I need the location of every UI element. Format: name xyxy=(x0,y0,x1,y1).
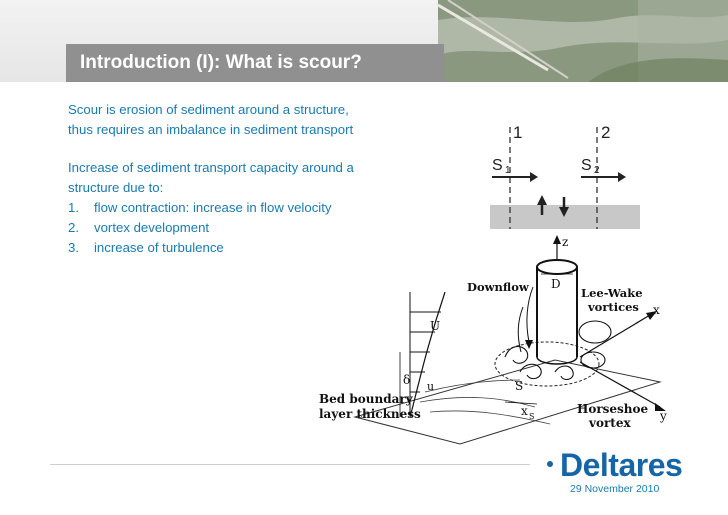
arrow-s1-head xyxy=(530,172,538,182)
pier-scour-diagram: z D x y Downflow Lee-Wake vortices U u δ… xyxy=(319,235,667,445)
slide-title: Introduction (I): What is scour? xyxy=(80,52,362,73)
y-axis-head xyxy=(655,403,666,411)
bed-streamline xyxy=(429,410,551,425)
x-axis-head xyxy=(646,311,657,320)
x-axis xyxy=(579,314,651,358)
lee-wake-vortex xyxy=(580,351,606,369)
deltares-logo-mark xyxy=(547,461,553,467)
section-label-2: 2 xyxy=(601,123,610,142)
z-axis-label: z xyxy=(562,235,568,249)
scour-hole xyxy=(494,341,600,387)
free-stream-velocity-label: U xyxy=(430,319,440,333)
header-aerial-photo xyxy=(438,0,728,82)
list-item: 2. vortex development xyxy=(68,218,398,238)
section-label-1: 1 xyxy=(513,123,522,142)
horseshoe-label-1: Horseshoe xyxy=(577,402,649,416)
pier-base xyxy=(536,356,578,365)
horseshoe-vortex-loop xyxy=(504,346,529,364)
pier-top xyxy=(536,259,578,275)
y-axis xyxy=(579,361,661,408)
bed-streamline xyxy=(424,379,521,393)
xs-dimension-line xyxy=(504,401,538,405)
bed-streamline xyxy=(419,397,536,408)
downflow-arrow-head xyxy=(525,340,533,349)
lee-wake-label-1: Lee-Wake xyxy=(581,286,643,300)
transport-label-s1: S xyxy=(492,157,503,174)
list-text: increase of turbulence xyxy=(94,240,224,255)
transport-label-s1-sub: 1 xyxy=(505,165,511,176)
list-number: 2. xyxy=(68,220,79,235)
arrow-up-head xyxy=(537,195,547,205)
footer-date: 29 November 2010 xyxy=(570,483,660,495)
transport-label-s2-sub: 2 xyxy=(594,165,600,176)
paragraph-1-line-1: Scour is erosion of sediment around a st… xyxy=(68,102,349,117)
x-axis-label: x xyxy=(653,303,660,317)
downflow-label: Downflow xyxy=(467,280,530,294)
arrow-s2-head xyxy=(618,172,626,182)
list-item: 3. increase of turbulence xyxy=(68,238,398,258)
list-text: flow contraction: increase in flow veloc… xyxy=(94,200,332,215)
downflow-arrow xyxy=(517,306,524,353)
lee-wake-label-2: vortices xyxy=(587,300,639,314)
list-number: 3. xyxy=(68,240,79,255)
local-velocity-label: u xyxy=(427,380,434,393)
bed-plane xyxy=(353,359,662,445)
diameter-label: D xyxy=(551,277,561,291)
bed-boundary-label-1: Bed boundary xyxy=(319,392,414,406)
y-axis-label: y xyxy=(659,409,667,423)
xs-label: x xyxy=(521,404,528,418)
list-text: vortex development xyxy=(94,220,210,235)
paragraph-2-line-1: Increase of sediment transport capacity … xyxy=(68,160,354,175)
downflow-arrow xyxy=(526,286,534,343)
aerial-photo-graphic xyxy=(438,0,728,82)
horseshoe-vortex-loop xyxy=(554,365,574,381)
paragraph-2-line-2: structure due to: xyxy=(68,180,164,195)
delta-label: δ xyxy=(403,373,410,387)
paragraph-spacer xyxy=(68,140,398,158)
footer-rule xyxy=(50,464,530,465)
title-bar xyxy=(66,44,444,82)
logo-dot xyxy=(547,461,553,467)
sediment-transport-diagram: 1 2 S 1 S 2 xyxy=(490,123,640,229)
deltares-logo: Deltares xyxy=(560,447,683,483)
list-number: 1. xyxy=(68,200,79,215)
horseshoe-vortex-loop xyxy=(519,363,542,380)
lee-wake-vortex xyxy=(578,320,612,344)
paragraph-1-line-2: thus requires an imbalance in sediment t… xyxy=(68,122,354,137)
z-axis-head xyxy=(553,235,561,244)
horseshoe-label-2: vortex xyxy=(588,416,631,430)
list-item: 1. flow contraction: increase in flow vel… xyxy=(68,198,398,218)
arrow-down-head xyxy=(559,207,569,217)
scour-depth-label: S xyxy=(515,379,523,393)
bed-boundary-label-2: layer thickness xyxy=(319,407,421,421)
velocity-profile-curve xyxy=(409,291,446,418)
transport-label-s2: S xyxy=(581,157,592,174)
body-text: Scour is erosion of sediment around a st… xyxy=(68,100,398,258)
xs-label-sub: S xyxy=(529,412,534,421)
